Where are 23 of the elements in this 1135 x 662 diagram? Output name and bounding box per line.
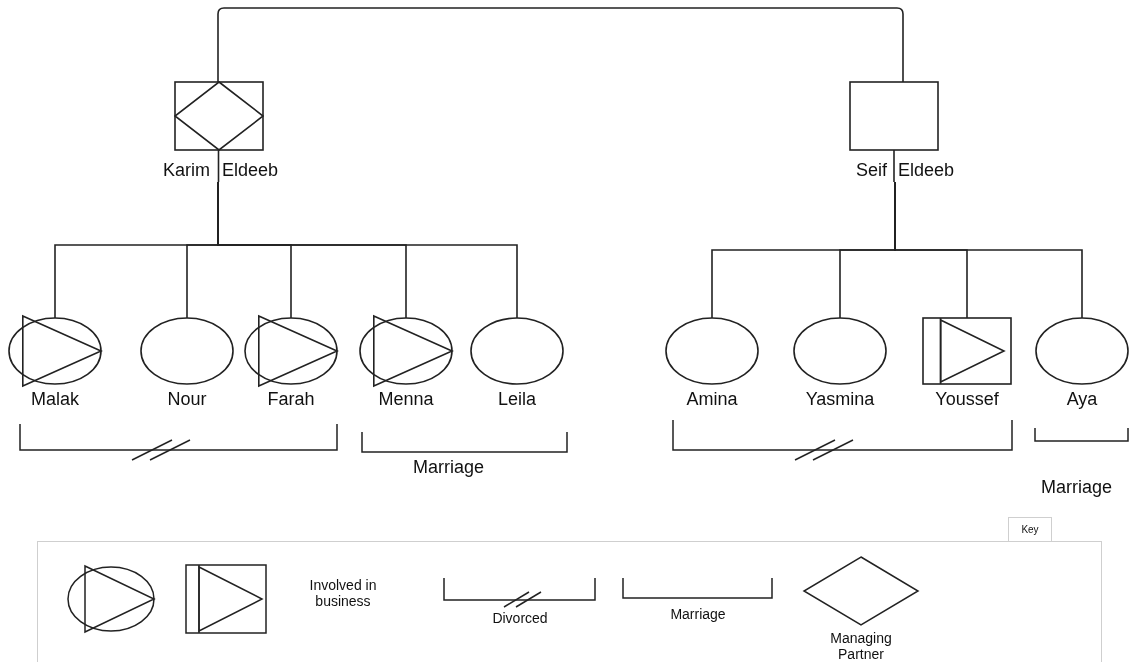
connector-line [894, 181, 1083, 319]
person-name: Leila [497, 388, 537, 410]
legend-text: Divorced [491, 610, 549, 626]
legend-text: Managing Partner [829, 630, 893, 662]
relationship-label: Marriage [1041, 476, 1113, 498]
relationship-label: Marriage [413, 456, 485, 478]
person-name: Seif [855, 159, 887, 181]
legend-text: Marriage [669, 606, 727, 622]
connector-line [217, 7, 904, 83]
person-name: Eldeeb [898, 159, 955, 181]
person-name: Eldeeb [222, 159, 279, 181]
person-name: Malak [30, 388, 80, 410]
person-name: Karim [163, 159, 210, 181]
person-name: Yasmina [804, 388, 876, 410]
person-name: Youssef [934, 388, 1000, 410]
person-name: Farah [266, 388, 316, 410]
key-tab: Key [1008, 517, 1052, 541]
legend-text: Involved in business [308, 577, 378, 609]
person-name: Menna [377, 388, 435, 410]
person-name: Nour [166, 388, 208, 410]
connector-line [217, 181, 518, 319]
person-name: Amina [685, 388, 739, 410]
person-name: Aya [1065, 388, 1099, 410]
